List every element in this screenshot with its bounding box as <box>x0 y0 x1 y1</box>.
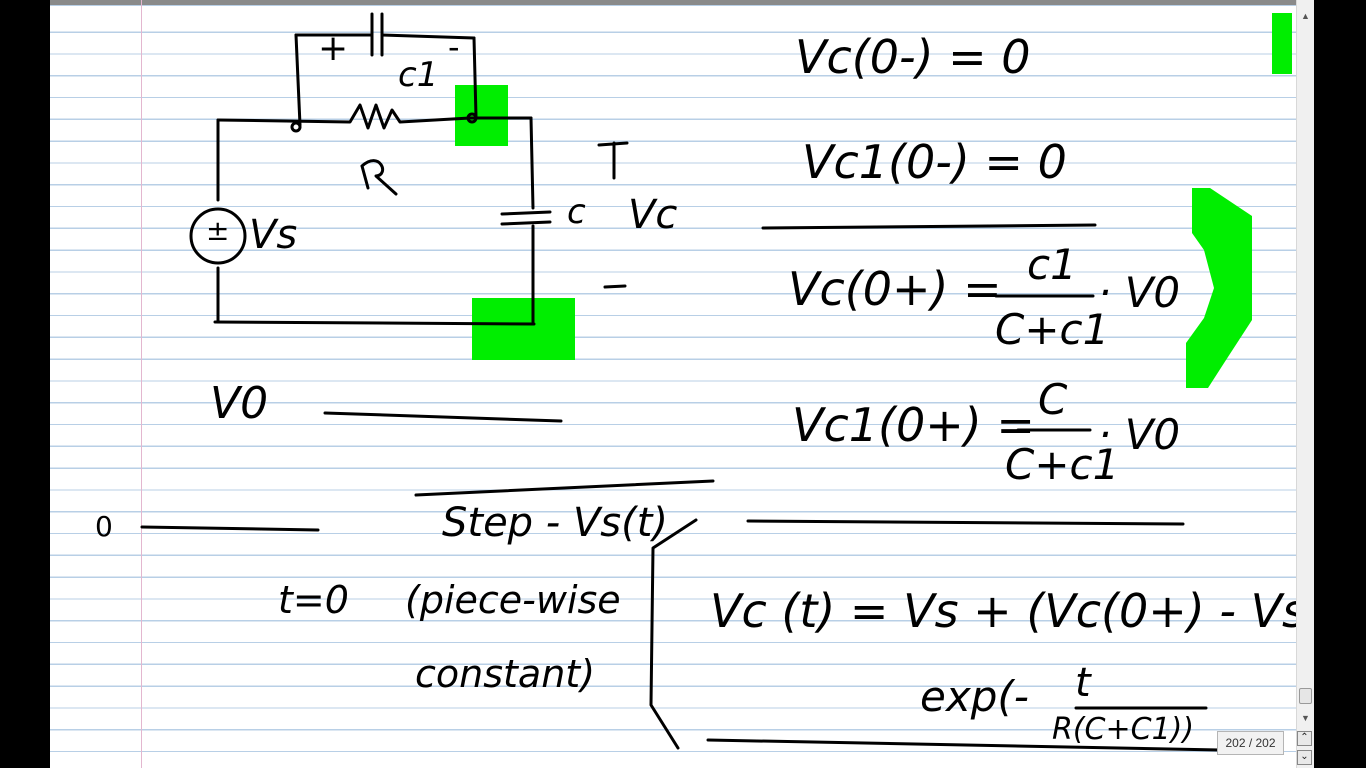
handwriting-layer <box>140 12 1222 752</box>
label-zero: 0 <box>95 510 113 543</box>
vertical-scrollbar[interactable]: ▲ ▼ <box>1296 0 1314 768</box>
eq-vc-0plus-den: C+c1 <box>995 305 1110 354</box>
label-vc: Vc <box>628 192 678 238</box>
rule-v0 <box>323 411 563 423</box>
eq-exp: exp(- <box>920 672 1029 721</box>
rule-step <box>414 479 715 497</box>
circuit-sketch <box>189 12 629 326</box>
label-c1-minus: - <box>448 28 460 66</box>
label-source: Vs <box>249 212 298 258</box>
label-piecewise: (piece-wise <box>405 578 621 622</box>
label-constant: constant) <box>415 652 596 696</box>
label-cap-c: c <box>567 192 586 232</box>
page-top-border <box>50 0 1296 5</box>
eq-vc1-0plus-num: C <box>1038 375 1068 424</box>
highlight-scroll-marker <box>1272 13 1292 74</box>
eq-vc-0plus-tail: · V0 <box>1098 268 1181 317</box>
rule-bottom <box>706 738 1222 752</box>
eq-vc1-0minus: Vc1(0-) = 0 <box>802 135 1067 189</box>
eq-exp-num: t <box>1075 660 1091 706</box>
scrollbar-thumb[interactable] <box>1299 688 1312 704</box>
rule-initial <box>761 223 1097 230</box>
double-chevron-up-icon[interactable]: ⌃ <box>1297 731 1312 746</box>
big-bracket <box>649 518 698 750</box>
eq-vc1-0plus-den: C+c1 <box>1005 440 1120 489</box>
eq-vc1-0plus-tail: · V0 <box>1098 410 1181 459</box>
rule-response <box>746 519 1185 526</box>
source-plus-minus: ± <box>206 214 230 247</box>
eq-vc-0plus-lhs: Vc(0+) = <box>788 262 1002 316</box>
highlight-node-bottom <box>472 298 575 360</box>
margin-line <box>141 0 142 768</box>
triangle-up-icon[interactable]: ▲ <box>1301 11 1310 21</box>
highlight-node-top <box>455 85 508 146</box>
fraction-bars <box>994 294 1208 710</box>
window-edge <box>1314 0 1366 768</box>
label-resistor: R <box>362 156 384 194</box>
eq-vc-0plus-num: c1 <box>1027 240 1077 289</box>
label-step: Step - Vs(t) <box>442 500 669 546</box>
note-page: + - c1 R Vs ± c Vc Vc(0-) = 0 Vc1(0-) = … <box>50 0 1296 768</box>
page-counter: 202 / 202 <box>1217 731 1284 755</box>
eq-vc1-0plus-lhs: Vc1(0+) = <box>792 398 1035 452</box>
label-c1: c1 <box>398 55 439 95</box>
rule-zero <box>140 525 320 532</box>
label-c1-plus: + <box>318 28 349 69</box>
eq-exp-den: R(C+C1)) <box>1052 712 1195 747</box>
double-chevron-down-icon[interactable]: ⌄ <box>1297 750 1312 765</box>
label-t0: t=0 <box>278 578 349 622</box>
label-v0: V0 <box>210 378 269 429</box>
triangle-down-icon[interactable]: ▼ <box>1301 713 1310 723</box>
eq-response: Vc (t) = Vs + (Vc(0+) - Vs) <box>710 584 1296 638</box>
highlight-brace <box>1186 188 1252 388</box>
eq-vc-0minus: Vc(0-) = 0 <box>795 30 1031 84</box>
